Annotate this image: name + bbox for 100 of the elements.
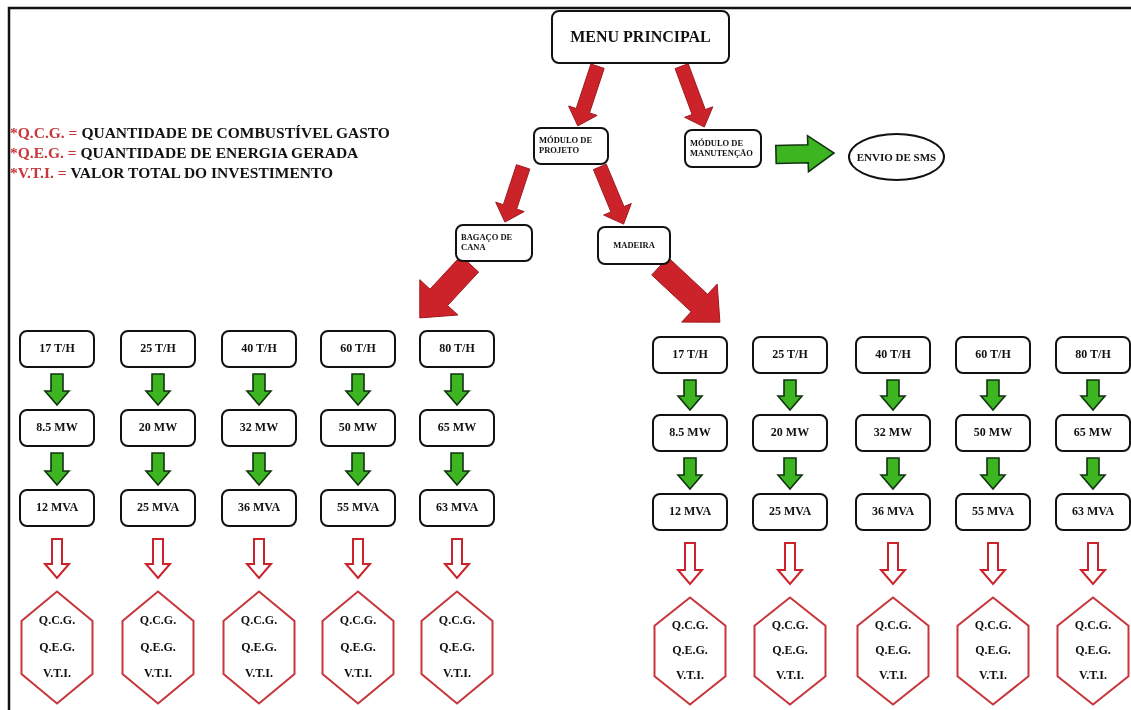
process-box xyxy=(120,409,196,447)
node-label: Q.E.G. xyxy=(439,640,475,655)
node-label: 63 MVA xyxy=(435,501,479,515)
block-arrow xyxy=(43,373,71,407)
process-box xyxy=(120,489,196,527)
process-box xyxy=(855,414,931,452)
process-box xyxy=(752,493,828,531)
node-label: Q.E.G. xyxy=(1075,644,1111,658)
node-label: Q.C.G. xyxy=(339,614,377,629)
block-arrow xyxy=(568,63,605,127)
process-box xyxy=(551,10,730,64)
node-label: 20 MW xyxy=(138,421,178,435)
process-box xyxy=(19,330,95,368)
node-label: MÓDULO DE PROJETO xyxy=(538,136,594,156)
node-label: 32 MW xyxy=(873,426,913,440)
abbreviation: *V.T.I. = xyxy=(10,164,67,181)
process-box xyxy=(533,127,609,165)
node-label: V.T.I. xyxy=(344,666,372,681)
block-arrow xyxy=(143,538,173,580)
process-box xyxy=(19,489,95,527)
abbreviation-definition: QUANTIDADE DE ENERGIA GERADA xyxy=(80,144,359,161)
node-label: 25 T/H xyxy=(140,342,176,356)
node-label: 50 MW xyxy=(973,426,1013,440)
node-label: MENU PRINCIPAL xyxy=(570,27,711,47)
process-box xyxy=(684,129,762,168)
result-hexagon xyxy=(321,590,395,705)
node-label: 65 MW xyxy=(1073,426,1113,440)
block-arrow xyxy=(1079,379,1107,412)
node-label: 36 MVA xyxy=(871,505,915,519)
node-label: 60 T/H xyxy=(975,348,1011,362)
process-box xyxy=(221,489,297,527)
result-hexagon xyxy=(753,596,827,706)
process-box xyxy=(320,330,396,368)
block-arrow xyxy=(674,63,714,128)
process-box xyxy=(221,330,297,368)
block-arrow xyxy=(495,164,531,223)
node-label: V.T.I. xyxy=(245,666,273,681)
block-arrow xyxy=(344,452,372,487)
block-arrow xyxy=(979,379,1007,412)
block-arrow xyxy=(1078,542,1108,586)
node-label: V.T.I. xyxy=(676,668,704,683)
block-arrow xyxy=(879,379,907,412)
process-box xyxy=(855,493,931,531)
node-label: 8.5 MW xyxy=(36,421,78,435)
node-label: V.T.I. xyxy=(1079,668,1107,683)
abbreviation-definition: QUANTIDADE DE COMBUSTÍVEL GASTO xyxy=(81,124,390,141)
node-label: V.T.I. xyxy=(144,666,172,681)
node-label: 25 MVA xyxy=(136,501,180,515)
process-box xyxy=(955,493,1031,531)
node-label: Q.C.G. xyxy=(874,619,912,634)
block-arrow xyxy=(776,457,804,491)
node-label: Q.E.G. xyxy=(672,644,708,658)
node-label: 32 MW xyxy=(239,421,279,435)
node-label: Q.C.G. xyxy=(240,614,278,629)
result-hexagon xyxy=(1056,596,1130,706)
block-arrow xyxy=(245,373,273,407)
node-label: Q.E.G. xyxy=(39,640,75,655)
process-box xyxy=(955,414,1031,452)
block-arrow xyxy=(244,538,274,580)
node-label: 80 T/H xyxy=(439,342,475,356)
node-label: Q.C.G. xyxy=(38,614,76,629)
node-label: ENVIO DE SMS xyxy=(856,150,937,164)
process-box xyxy=(652,336,728,374)
result-hexagon xyxy=(20,590,94,705)
block-arrow xyxy=(776,379,804,412)
block-arrow xyxy=(344,373,372,407)
block-arrow xyxy=(775,134,836,174)
process-box xyxy=(1055,336,1131,374)
node-label: V.T.I. xyxy=(979,668,1007,683)
node-label: 80 T/H xyxy=(1075,348,1111,362)
node-label: Q.C.G. xyxy=(671,619,709,634)
block-arrow xyxy=(144,452,172,487)
node-label: 17 T/H xyxy=(672,348,708,362)
node-label: Q.C.G. xyxy=(438,614,476,629)
node-label: 25 MVA xyxy=(768,505,812,519)
process-box xyxy=(955,336,1031,374)
block-arrow xyxy=(144,373,172,407)
process-box xyxy=(320,489,396,527)
block-arrow xyxy=(879,457,907,491)
process-box xyxy=(455,224,533,262)
node-label: Q.E.G. xyxy=(340,640,376,655)
process-box xyxy=(752,414,828,452)
node-label: V.T.I. xyxy=(43,666,71,681)
node-label: 40 T/H xyxy=(875,348,911,362)
block-arrow xyxy=(878,542,908,586)
block-arrow xyxy=(43,452,71,487)
node-label: V.T.I. xyxy=(443,666,471,681)
process-box xyxy=(652,414,728,452)
node-label: Q.E.G. xyxy=(875,644,911,658)
node-label: Q.E.G. xyxy=(975,644,1011,658)
node-label: 55 MVA xyxy=(971,505,1015,519)
block-arrow xyxy=(676,457,704,491)
node-label: Q.E.G. xyxy=(140,640,176,655)
process-box xyxy=(1055,493,1131,531)
block-arrow xyxy=(443,373,471,407)
block-arrow xyxy=(978,542,1008,586)
process-box xyxy=(419,409,495,447)
process-box xyxy=(597,226,671,265)
result-hexagon xyxy=(222,590,296,705)
node-label: 65 MW xyxy=(437,421,477,435)
